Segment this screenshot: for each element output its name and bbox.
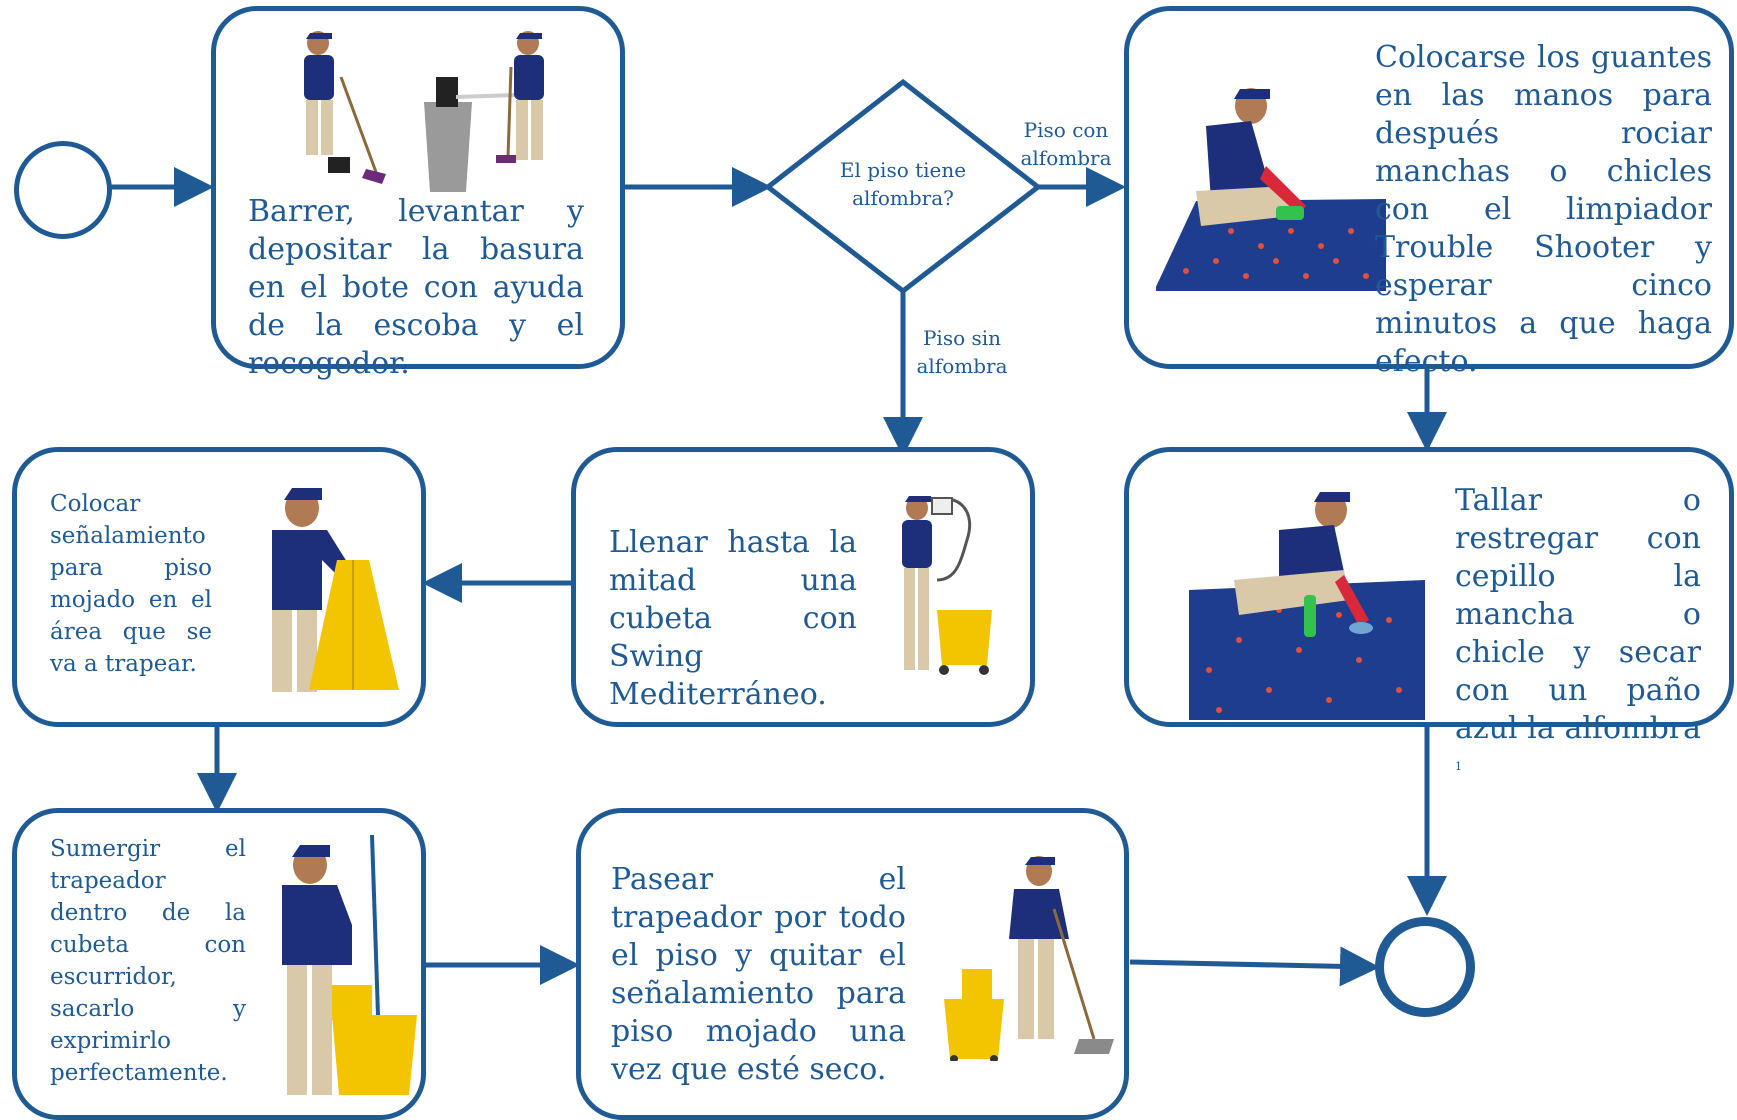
step-pasear-text: Pasear el trapeador por todo el piso y q… xyxy=(611,862,906,1087)
end-node xyxy=(1375,917,1475,1017)
step-senal: Colocar señalamiento para piso mojado en… xyxy=(12,447,426,727)
worker-scrubbing-carpet-illustration xyxy=(1189,492,1425,720)
branch-no-label: Piso sin alfombra xyxy=(916,326,1008,378)
start-node xyxy=(14,141,112,239)
decision-diamond xyxy=(763,78,1043,295)
step-senal-text: Colocar señalamiento para piso mojado en… xyxy=(50,491,212,677)
worker-spraying-carpet-illustration xyxy=(1156,88,1386,291)
step-barrer: Barrer, levantar y depositar la basura e… xyxy=(211,6,625,381)
worker-placing-wet-floor-sign-illustration xyxy=(272,488,399,692)
sweeping-worker-illustration xyxy=(304,31,544,192)
decision-question: El piso tiene alfombra? xyxy=(839,158,967,210)
worker-filling-bucket-illustration xyxy=(902,496,992,675)
step-guantes: Colocarse los guantes en las manos para … xyxy=(1124,6,1734,379)
step-llenar-text: Llenar hasta la mitad una cubeta con Swi… xyxy=(609,525,857,712)
step-tallar: Tallar o restregar con cepillo la mancha… xyxy=(1124,447,1734,773)
step-tallar-label: Tallar o restregar con cepillo la mancha… xyxy=(1455,483,1701,746)
step-tallar-text: Tallar o restregar con cepillo la mancha… xyxy=(1455,482,1701,788)
step-sumergir: Sumergir el trapeador dentro de la cubet… xyxy=(12,808,426,1120)
step-barrer-text: Barrer, levantar y depositar la basura e… xyxy=(248,194,584,381)
step-sumergir-text: Sumergir el trapeador dentro de la cubet… xyxy=(50,836,246,1086)
step-pasear: Pasear el trapeador por todo el piso y q… xyxy=(576,808,1129,1120)
worker-mopping-illustration xyxy=(944,856,1114,1061)
worker-wringing-mop-illustration xyxy=(282,835,417,1095)
footnote-marker: 1 xyxy=(1455,760,1462,773)
branch-yes-label: Piso con alfombra xyxy=(1020,118,1112,170)
step-llenar: Llenar hasta la mitad una cubeta con Swi… xyxy=(571,447,1035,727)
edge-pasear-to-end xyxy=(1129,946,1380,987)
step-guantes-text: Colocarse los guantes en las manos para … xyxy=(1375,40,1712,379)
